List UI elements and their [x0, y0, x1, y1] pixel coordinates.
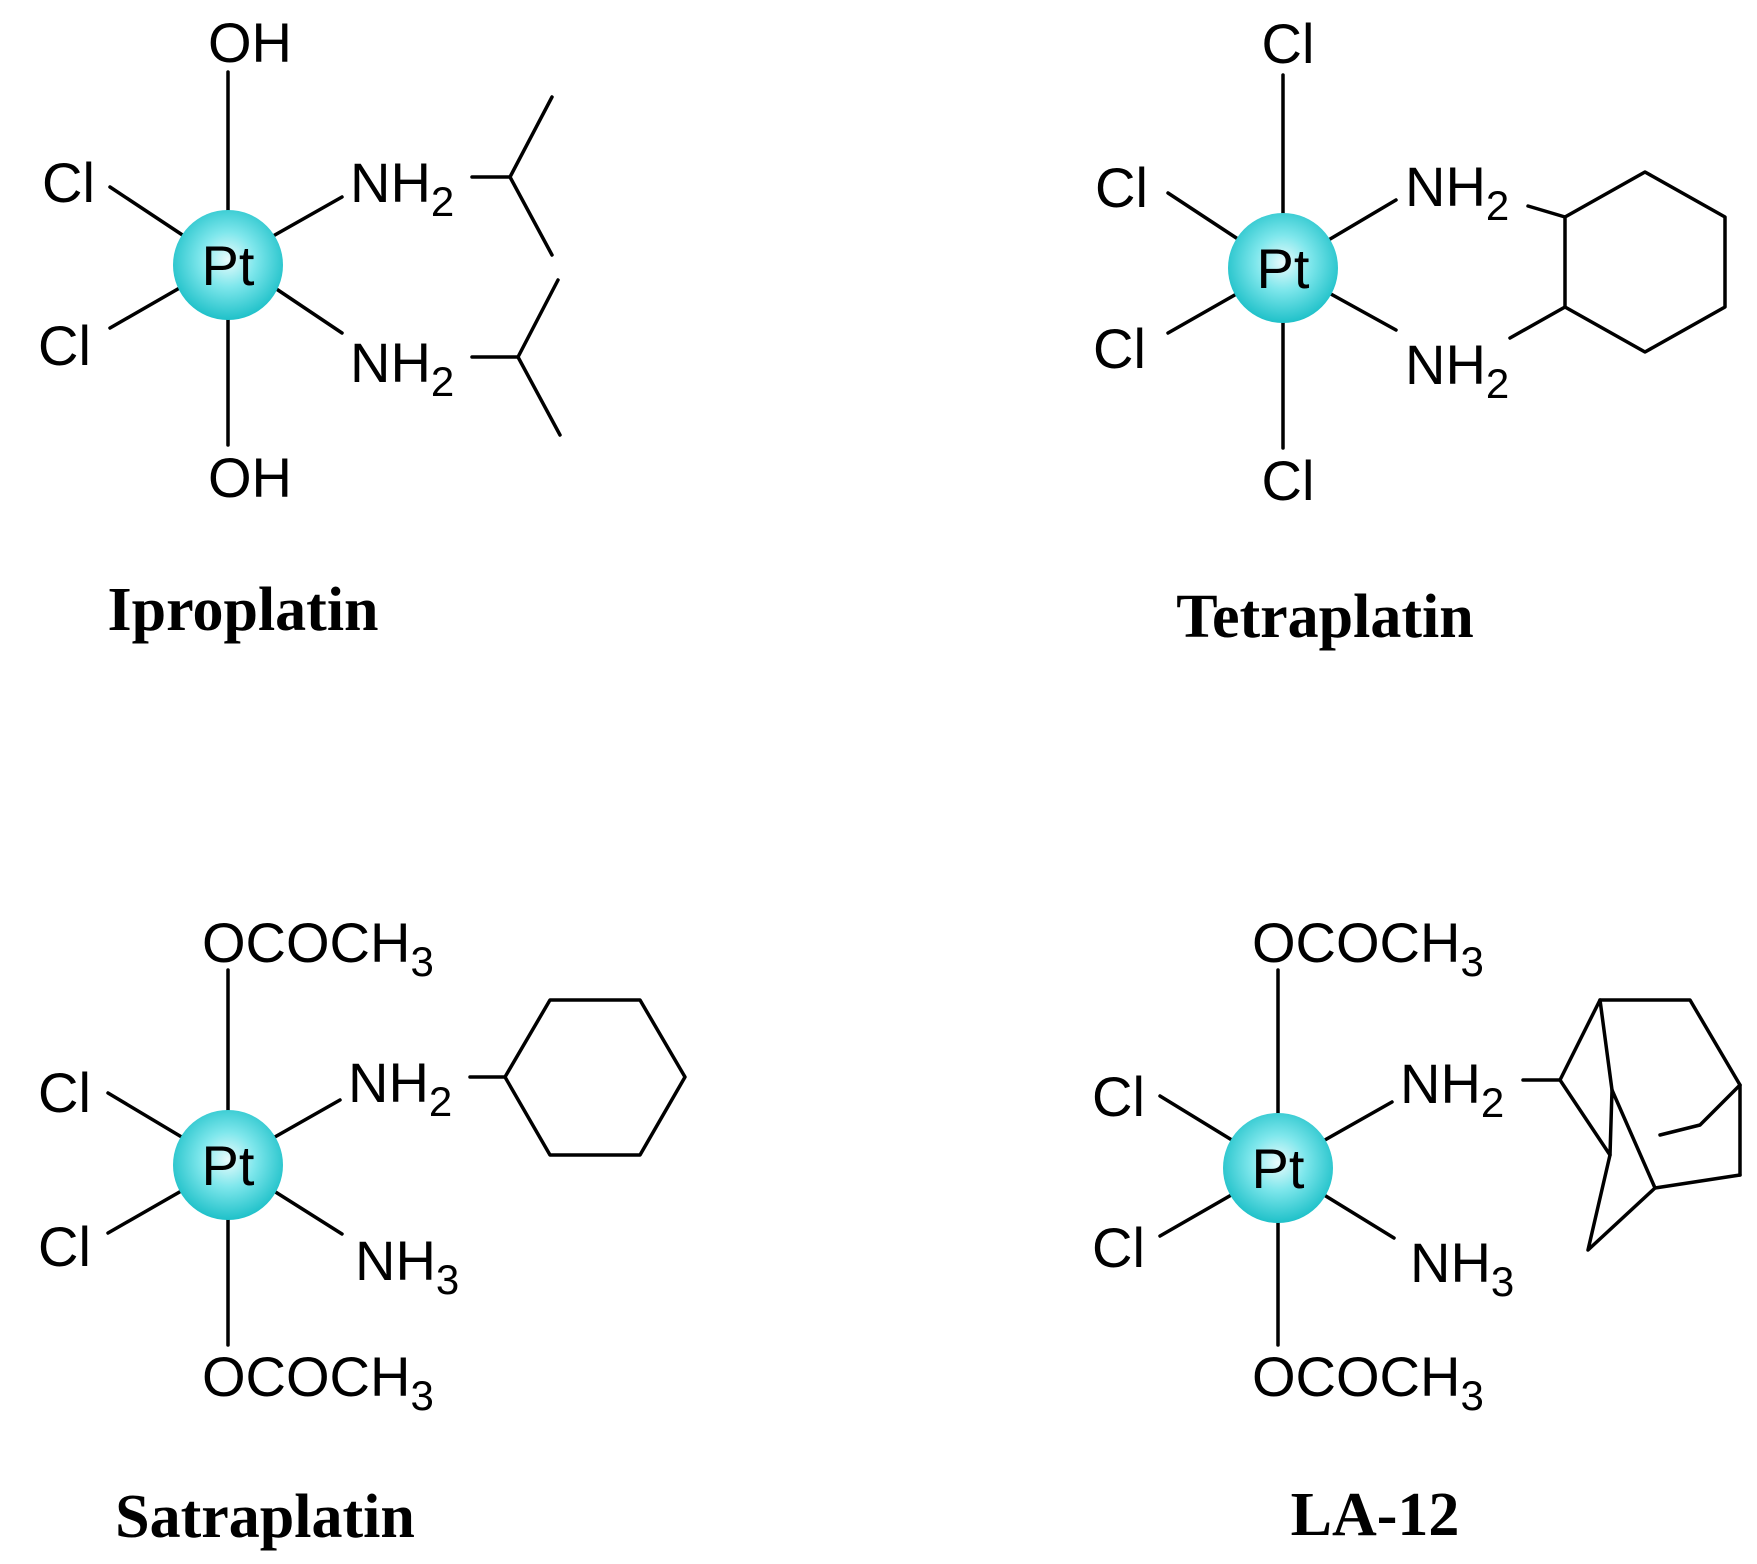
- cyclohexane-ring: [503, 998, 687, 1157]
- left-lower-ligand: Cl: [1093, 317, 1146, 380]
- adamantane-cage: [1521, 998, 1742, 1252]
- compound-name: Satraplatin: [115, 1483, 415, 1551]
- compound-name: Iproplatin: [107, 576, 378, 644]
- bond-right-upper: [1314, 1100, 1394, 1147]
- right-lower-ligand: NH3: [1410, 1231, 1514, 1305]
- isopropyl-lower-arms: [516, 278, 562, 437]
- structure-iproplatin: Pt OH OH Cl Cl NH2 NH2 Iproplatin: [38, 11, 562, 644]
- bond-left-lower: [108, 280, 192, 330]
- bond-left-upper: [1158, 1094, 1242, 1147]
- top-ligand: Cl: [1262, 12, 1315, 75]
- bottom-ligand: Cl: [1262, 449, 1315, 512]
- bottom-ligand: OH: [208, 446, 292, 509]
- left-upper-ligand: Cl: [38, 1061, 91, 1124]
- platinum-atom: [173, 210, 283, 320]
- cyclohexane-ring: [1563, 170, 1727, 354]
- center-label: Pt: [202, 1134, 255, 1197]
- structure-la-12: Pt OCOCH3 OCOCH3 Cl Cl NH2 NH3 LA-12: [1092, 911, 1742, 1549]
- right-upper-ligand: NH2: [348, 1051, 452, 1125]
- left-lower-ligand: Cl: [38, 314, 91, 377]
- bottom-ligand: OCOCH3: [1252, 1345, 1484, 1419]
- structure-satraplatin: Pt OCOCH3 OCOCH3 Cl Cl NH2 NH3 Satraplat…: [38, 911, 687, 1551]
- top-ligand: OCOCH3: [1252, 911, 1484, 985]
- left-lower-ligand: Cl: [38, 1215, 91, 1278]
- right-lower-ligand: NH2: [1405, 333, 1509, 407]
- isopropyl-upper-arms: [508, 95, 554, 257]
- bond-right-upper: [264, 1098, 342, 1144]
- left-lower-ligand: Cl: [1092, 1216, 1145, 1279]
- right-upper-ligand: NH2: [350, 151, 454, 225]
- center-label: Pt: [1257, 237, 1310, 300]
- right-upper-ligand: NH2: [1405, 155, 1509, 229]
- bond-left-lower: [1166, 286, 1249, 335]
- center-label: Pt: [202, 234, 255, 297]
- bond-right-lower: [264, 1184, 344, 1236]
- top-ligand: OH: [208, 11, 292, 74]
- bond-left-upper: [1166, 191, 1249, 247]
- center-label: Pt: [1252, 1137, 1305, 1200]
- bond-right-upper: [1318, 198, 1398, 247]
- bond-left-upper: [108, 185, 192, 242]
- top-ligand: OCOCH3: [202, 911, 434, 985]
- bond-left-lower: [106, 1184, 192, 1235]
- left-upper-ligand: Cl: [1092, 1065, 1145, 1128]
- ring-link-lower: [1508, 305, 1567, 340]
- bond-right-upper: [264, 195, 344, 242]
- bond-right-lower: [1318, 286, 1398, 332]
- platinum-atom: [1228, 213, 1338, 323]
- right-lower-ligand: NH2: [350, 331, 454, 405]
- platinum-atom: [173, 1110, 283, 1220]
- bond-right-lower: [1314, 1188, 1396, 1240]
- bond-left-lower: [1158, 1188, 1242, 1238]
- compound-name: LA-12: [1291, 1481, 1460, 1549]
- bond-left-upper: [106, 1091, 192, 1144]
- compound-name: Tetraplatin: [1176, 583, 1473, 651]
- left-upper-ligand: Cl: [1095, 156, 1148, 219]
- bond-right-lower: [264, 280, 344, 335]
- platinum-atom: [1223, 1113, 1333, 1223]
- structure-tetraplatin: Pt Cl Cl Cl Cl NH2 NH2 Tetraplatin: [1093, 12, 1727, 651]
- right-lower-ligand: NH3: [355, 1229, 459, 1303]
- right-upper-ligand: NH2: [1400, 1052, 1504, 1126]
- bottom-ligand: OCOCH3: [202, 1345, 434, 1419]
- left-upper-ligand: Cl: [42, 151, 95, 214]
- ring-link-upper: [1526, 204, 1567, 219]
